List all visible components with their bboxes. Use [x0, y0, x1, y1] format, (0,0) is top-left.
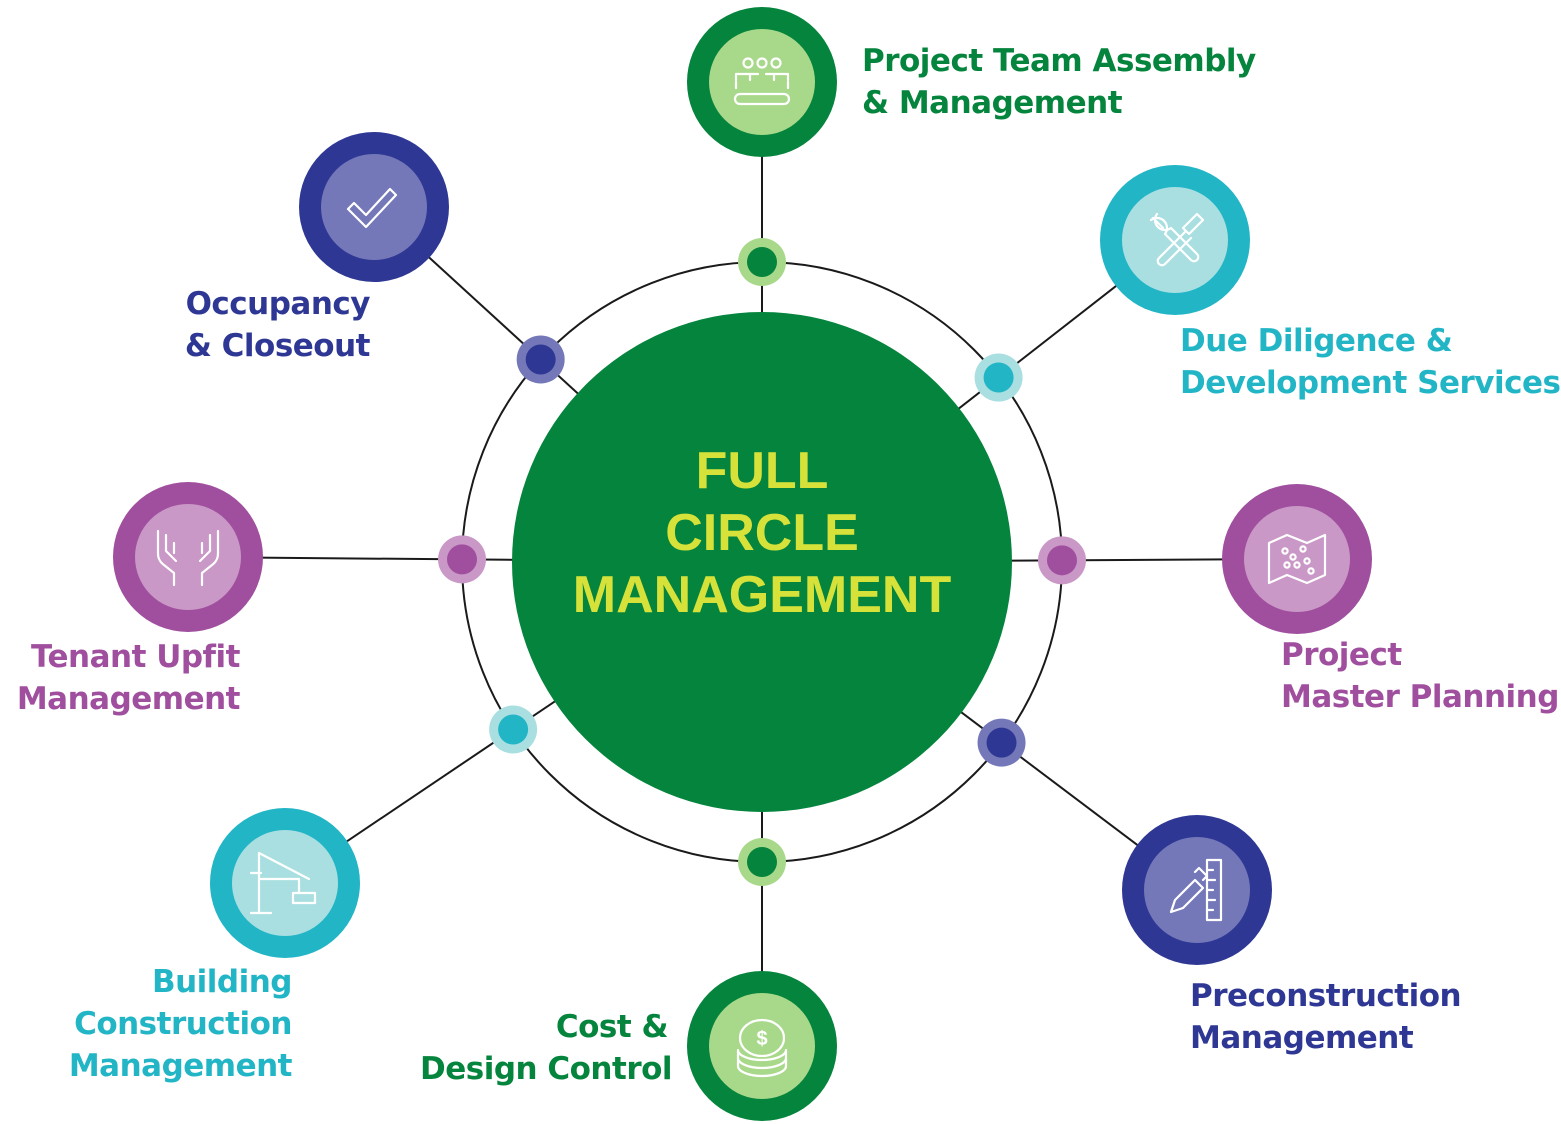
label-line: Occupancy — [185, 286, 371, 322]
connector-line — [945, 699, 1142, 849]
label-line: Management — [1190, 1020, 1414, 1056]
hands-icon — [156, 529, 220, 587]
ring-dot — [489, 705, 538, 754]
label-occupancy: Occupancy & Closeout — [160, 283, 371, 367]
center-title: FULL CIRCLE MANAGEMENT — [512, 440, 1012, 626]
connector-line — [991, 558, 1228, 562]
svg-text:$: $ — [756, 1028, 767, 1050]
connector-line — [257, 556, 533, 561]
node-master — [1222, 484, 1372, 634]
label-line: Building — [151, 964, 293, 1000]
ring-dot — [516, 335, 565, 384]
crane-icon — [249, 851, 317, 915]
node-inner-circle — [232, 830, 338, 936]
label-line: Development Services — [1180, 365, 1561, 401]
label-line: Project Team Assembly — [862, 43, 1256, 79]
label-line: & Management — [862, 85, 1123, 121]
ring-dot — [738, 238, 786, 286]
checkmark-icon — [346, 187, 398, 229]
label-master-planning: Project Master Planning — [1281, 634, 1559, 718]
node-tenant — [113, 482, 263, 632]
coins-icon: $ — [736, 1018, 788, 1078]
label-line: Master Planning — [1281, 679, 1559, 715]
label-line: Due Diligence & — [1180, 323, 1453, 359]
people-icon — [733, 57, 791, 106]
label-line: Design Control — [420, 1051, 673, 1087]
label-line: Construction — [74, 1006, 292, 1042]
ring-dot — [1037, 536, 1086, 585]
center-title-line: CIRCLE — [665, 504, 859, 562]
service-nodes: $ — [113, 7, 1372, 1121]
connector-line — [424, 253, 593, 408]
ring-dot — [438, 535, 487, 584]
node-due — [1100, 165, 1250, 315]
label-due-diligence: Due Diligence & Development Services — [1180, 320, 1561, 404]
center-title-line: FULL — [695, 442, 829, 500]
node-inner-circle — [1144, 837, 1250, 943]
center-title-line: MANAGEMENT — [572, 566, 952, 624]
map-icon — [1267, 533, 1327, 585]
connector-line — [942, 282, 1121, 422]
ring-dot — [977, 718, 1026, 767]
pencil-ruler-icon — [1169, 858, 1223, 922]
node-inner-circle — [1244, 506, 1350, 612]
ring-dot — [738, 838, 786, 886]
label-line: Management — [68, 1048, 293, 1084]
node-building — [210, 808, 360, 958]
ring-dot — [974, 353, 1023, 402]
node-occupancy — [299, 132, 449, 282]
label-line: Project — [1281, 637, 1402, 673]
label-line: Management — [16, 681, 241, 717]
node-inner-circle — [1122, 187, 1228, 293]
center-circle — [512, 312, 1012, 812]
node-cost: $ — [687, 971, 837, 1121]
node-inner-circle — [135, 504, 241, 610]
label-line: Tenant Upfit — [30, 639, 241, 675]
label-preconstruction: Preconstruction Management — [1190, 975, 1462, 1059]
connector-line — [342, 689, 572, 845]
node-precon — [1122, 815, 1272, 965]
ring-dots — [438, 238, 1086, 886]
node-team — [687, 7, 837, 157]
label-cost-design: Cost & Design Control — [420, 1006, 673, 1090]
label-project-team: Project Team Assembly & Management — [862, 40, 1256, 124]
tools-icon — [1149, 212, 1205, 267]
label-tenant-upfit: Tenant Upfit Management — [10, 636, 241, 720]
label-line: & Closeout — [184, 328, 371, 364]
node-inner-circle — [709, 29, 815, 135]
label-building-construction: Building Construction Management — [40, 961, 293, 1087]
label-line: Preconstruction — [1190, 978, 1462, 1014]
label-line: Cost & — [555, 1009, 669, 1045]
node-inner-circle — [709, 993, 815, 1099]
